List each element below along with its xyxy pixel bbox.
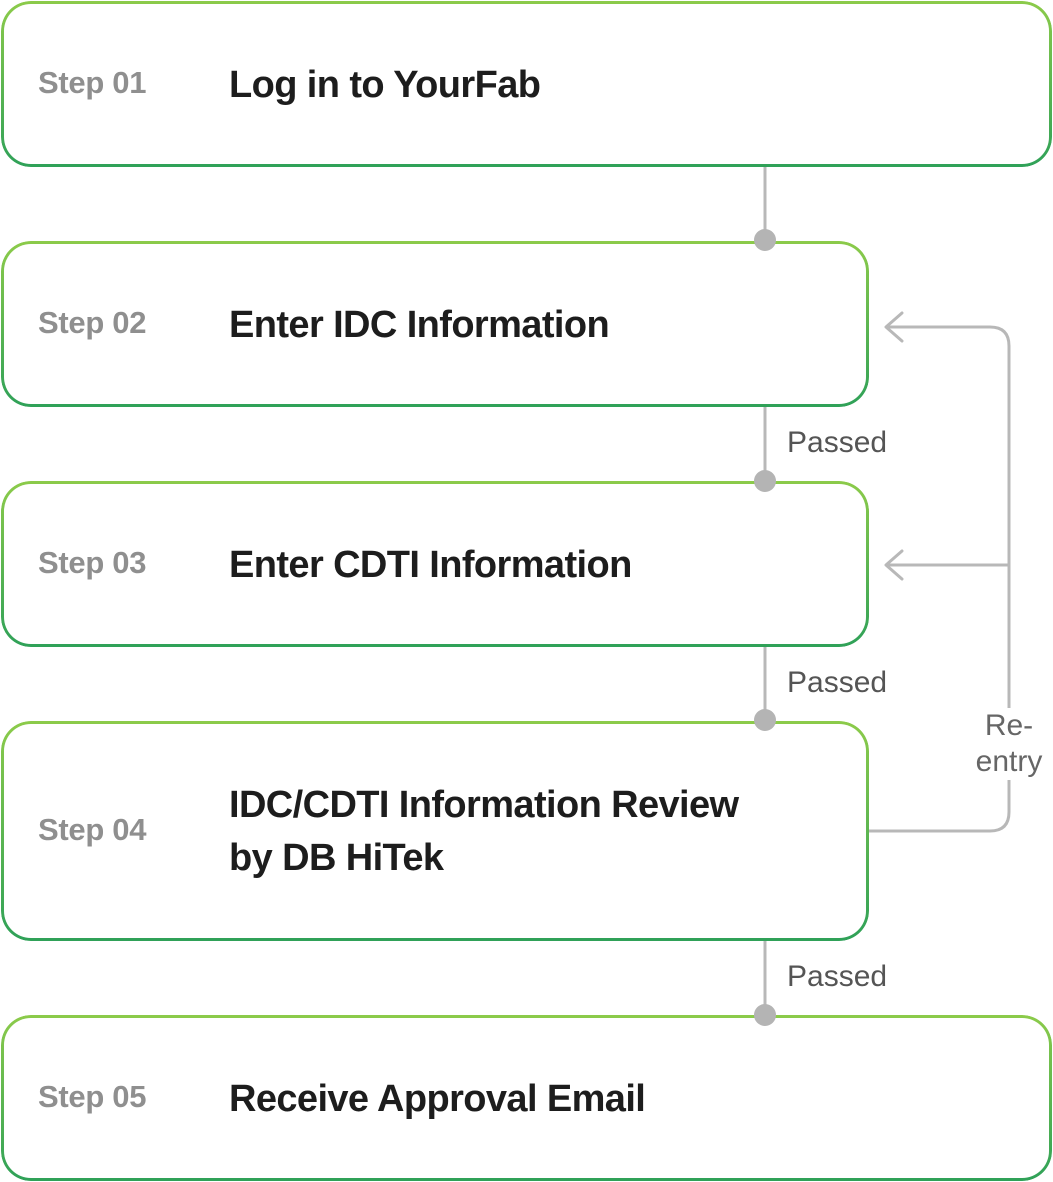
step-05-number: Step 05	[38, 1079, 147, 1114]
passed-label-3-4: Passed	[787, 666, 888, 699]
arrow-head-step03	[884, 549, 904, 581]
step-02-box: Step 02 Enter IDC Information	[1, 241, 869, 407]
reentry-loop-line	[868, 325, 1011, 833]
step-04-box: Step 04 IDC/CDTI Information Review by D…	[1, 721, 869, 941]
connector-dot-step03	[754, 470, 776, 492]
step-03-box: Step 03 Enter CDTI Information	[1, 481, 869, 647]
connector-dot-step04	[754, 709, 776, 731]
passed-label-2-3: Passed	[787, 426, 888, 459]
step-04-number: Step 04	[38, 812, 147, 847]
step-01-title: Log in to YourFab	[229, 64, 541, 106]
step-04-title: IDC/CDTI Information Review by DB HiTek	[229, 784, 739, 879]
passed-label-4-5: Passed	[787, 960, 888, 993]
step-05-title: Receive Approval Email	[229, 1078, 646, 1120]
reentry-label: Re- entry	[968, 708, 1050, 780]
step-03-number: Step 03	[38, 545, 147, 580]
connector-dot-step05	[754, 1004, 776, 1026]
step-03-title: Enter CDTI Information	[229, 544, 632, 586]
arrow-head-step02	[884, 311, 904, 343]
step-02-title: Enter IDC Information	[229, 304, 610, 346]
connector-dot-step02	[754, 229, 776, 251]
step-01-box: Step 01 Log in to YourFab	[1, 1, 1052, 167]
step-02-number: Step 02	[38, 305, 147, 340]
step-01-number: Step 01	[38, 65, 147, 100]
step-05-box: Step 05 Receive Approval Email	[1, 1015, 1052, 1181]
